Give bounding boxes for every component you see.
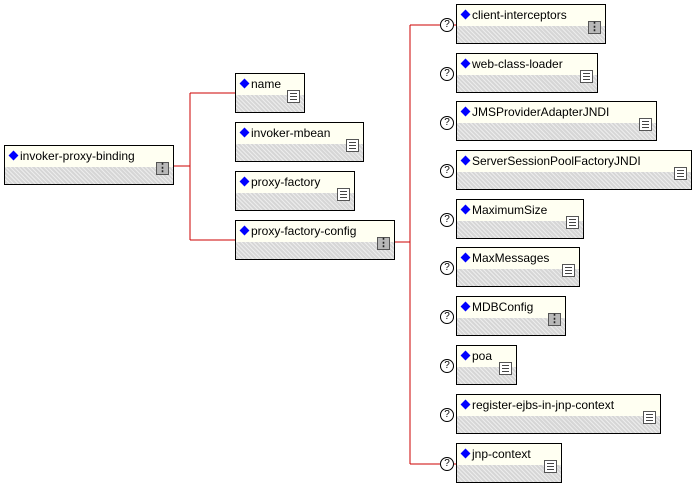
document-icon [287,90,300,103]
node-poa[interactable]: poa [456,345,517,385]
document-icon [580,70,593,83]
node-label: MaxMessages [472,251,550,265]
document-icon [544,460,557,473]
sequence-icon: ⋮ [548,313,561,326]
node-label: web-class-loader [472,57,563,71]
node-server-session-pool-factory-jndi[interactable]: ServerSessionPoolFactoryJNDI [456,150,692,190]
document-icon [499,362,512,375]
node-mdb-config[interactable]: MDBConfig ⋮ [456,296,566,336]
sequence-icon: ⋮ [377,237,390,250]
optional-marker-icon: ? [440,310,454,324]
node-proxy-factory-config[interactable]: proxy-factory-config ⋮ [235,220,395,260]
node-invoker-mbean[interactable]: invoker-mbean [235,122,364,162]
document-icon [346,139,359,152]
optional-marker-icon: ? [440,457,454,471]
node-label: name [251,77,282,91]
node-label: proxy-factory-config [251,224,357,238]
optional-marker-icon: ? [440,18,454,32]
node-label: JMSProviderAdapterJNDI [472,105,610,119]
node-web-class-loader[interactable]: web-class-loader [456,53,598,93]
document-icon [639,118,652,131]
optional-marker-icon: ? [440,408,454,422]
document-icon [674,167,687,180]
node-label: invoker-proxy-binding [20,149,135,163]
document-icon [566,216,579,229]
optional-marker-icon: ? [440,261,454,275]
optional-marker-icon: ? [440,164,454,178]
document-icon [643,411,656,424]
sequence-icon: ⋮ [588,21,601,34]
node-label: MaximumSize [472,203,548,217]
node-max-messages[interactable]: MaxMessages [456,247,580,287]
node-label: poa [472,349,493,363]
node-label: invoker-mbean [251,126,331,140]
node-label: proxy-factory [251,175,321,189]
optional-marker-icon: ? [440,67,454,81]
node-label: MDBConfig [472,300,534,314]
node-proxy-factory[interactable]: proxy-factory [235,171,355,211]
node-register-ejbs-in-jnp-context[interactable]: register-ejbs-in-jnp-context [456,394,661,434]
node-maximum-size[interactable]: MaximumSize [456,199,584,239]
sequence-icon: ⋮ [156,162,169,175]
node-label: ServerSessionPoolFactoryJNDI [472,154,641,168]
node-label: jnp-context [472,447,531,461]
node-label: client-interceptors [472,8,567,22]
optional-marker-icon: ? [440,359,454,373]
node-jms-provider-adapter-jndi[interactable]: JMSProviderAdapterJNDI [456,101,657,141]
document-icon [562,264,575,277]
node-label: register-ejbs-in-jnp-context [472,398,615,412]
node-jnp-context[interactable]: jnp-context [456,443,562,483]
optional-marker-icon: ? [440,213,454,227]
document-icon [337,188,350,201]
node-invoker-proxy-binding[interactable]: invoker-proxy-binding ⋮ [4,145,174,185]
optional-marker-icon: ? [440,116,454,130]
node-name[interactable]: name [235,73,305,113]
node-client-interceptors[interactable]: client-interceptors ⋮ [456,4,606,44]
